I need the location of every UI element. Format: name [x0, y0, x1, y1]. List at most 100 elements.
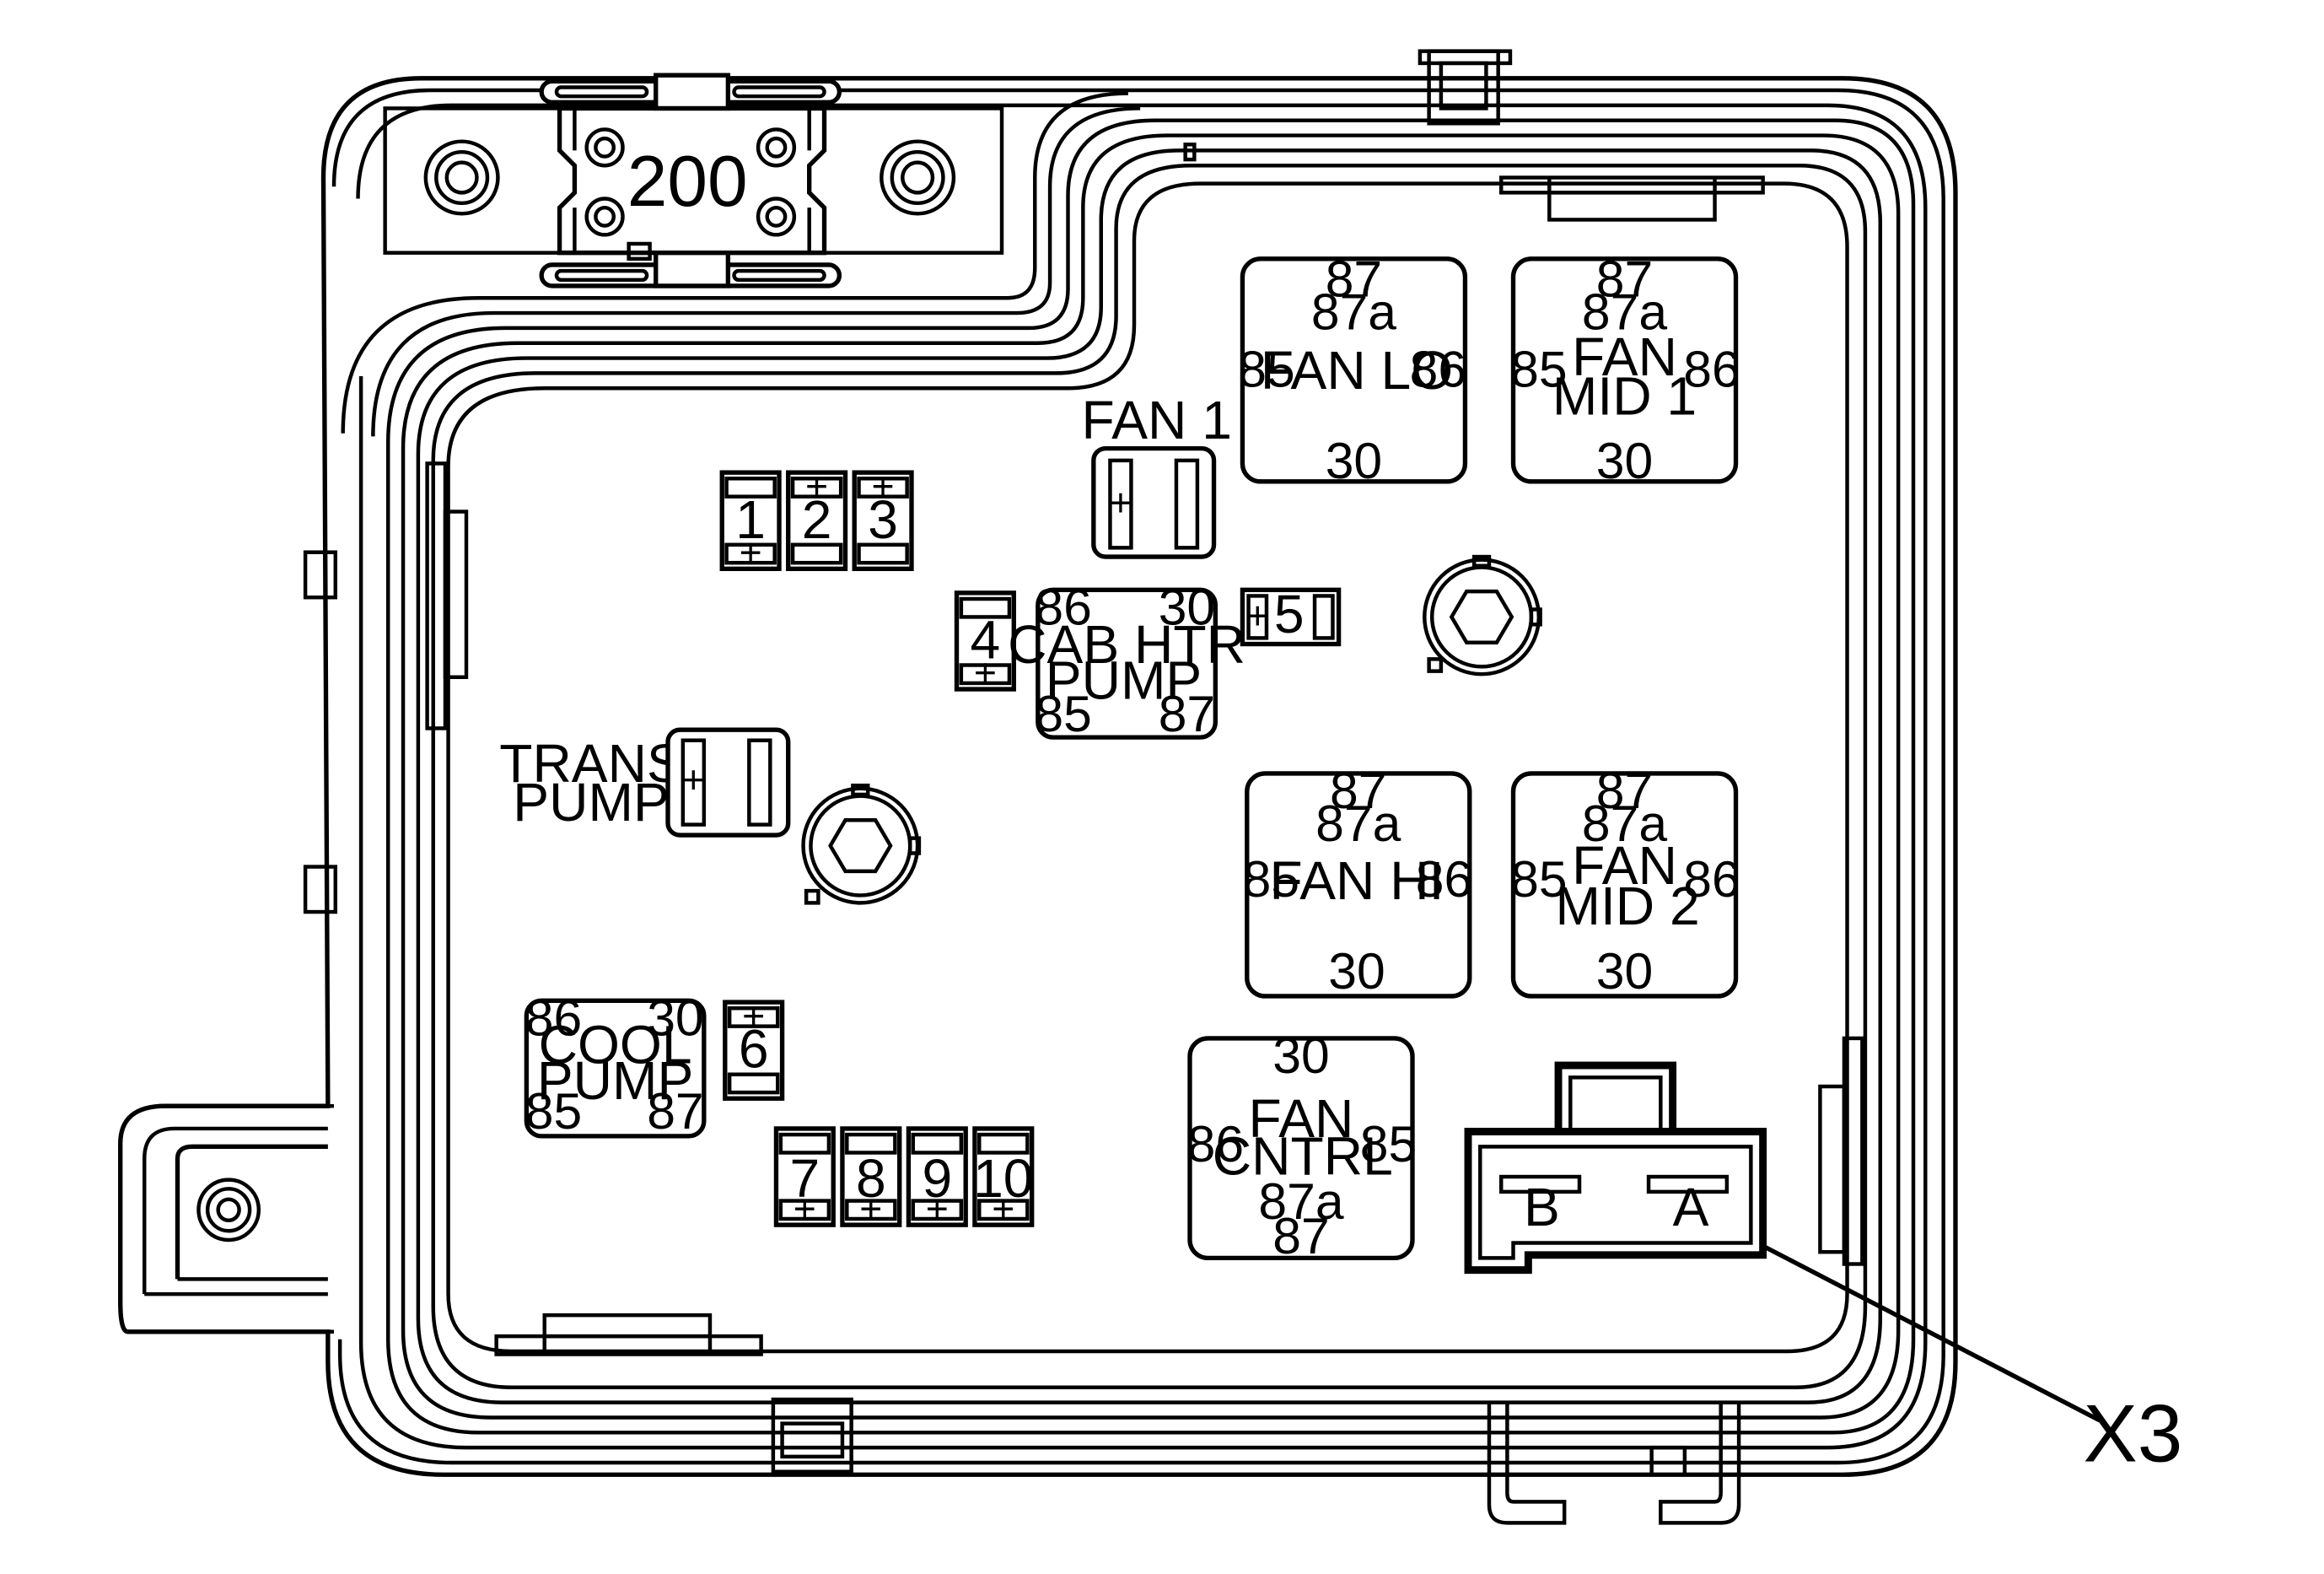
relay-fan-mid2-name-line1: FAN: [1572, 835, 1677, 896]
fuse-9: + 9: [906, 1126, 968, 1230]
pin-87: 87: [1272, 1207, 1329, 1264]
fuse-1-label: 1: [735, 489, 766, 550]
plus-mark: +: [1109, 481, 1132, 525]
trans-pump-cartridge-fuse: TRANS PUMP +: [499, 727, 791, 838]
pin-86: 86: [1683, 850, 1740, 908]
fuse-10-label: 10: [973, 1148, 1033, 1209]
fuse-1: + 1: [719, 470, 782, 574]
relay-fan-lo: 87 87a 85 86 30 FAN LO: [1238, 250, 1468, 489]
pin-87: 87: [1596, 762, 1653, 819]
relay-fan-cntrl: 30 86 85 87a 87 FAN CNTRL: [1187, 1027, 1418, 1264]
housing: [118, 76, 1958, 1477]
pin-87: 87: [1326, 250, 1382, 307]
fuse-7-label: 7: [789, 1148, 820, 1209]
fuse-6: + 6: [723, 994, 785, 1101]
pin-30: 30: [647, 989, 703, 1046]
fuse-7: + 7: [773, 1126, 836, 1230]
relay-fan-hi: 87 87a 85 86 30 FAN HI: [1243, 762, 1473, 1000]
relay-fan-hi-name: FAN HI: [1270, 850, 1444, 911]
relay-fan-cntrl-name-line2: CNTRL: [1213, 1125, 1393, 1186]
pin-87: 87: [1596, 250, 1653, 307]
pin-85: 85: [1035, 685, 1091, 742]
fuse-10: + 10: [972, 1126, 1035, 1230]
fuse-2-label: 2: [802, 489, 832, 550]
pin-85: 85: [1360, 1115, 1417, 1172]
plus-mark: +: [740, 531, 762, 574]
fuse-8: + 8: [840, 1126, 902, 1230]
stud-lower: [801, 783, 922, 905]
fuse-2: + 2: [786, 464, 848, 572]
pin-30: 30: [1596, 432, 1653, 489]
fuse-5-label: 5: [1274, 584, 1305, 644]
pin-87a: 87a: [1258, 1172, 1343, 1230]
maxi-fuse-200: 200: [383, 73, 1004, 288]
pin-30: 30: [1328, 942, 1385, 1000]
connector-x3: B A X3: [1464, 1061, 2183, 1480]
pin-87: 87: [647, 1082, 703, 1140]
terminal-b-label: B: [1524, 1177, 1560, 1237]
fan1-label: FAN 1: [1082, 390, 1232, 450]
pin-86: 86: [525, 989, 582, 1046]
plus-mark: +: [682, 757, 705, 801]
pin-86: 86: [1416, 850, 1472, 908]
plus-mark: +: [742, 994, 765, 1038]
relay-fan-mid1: 87 87a 85 86 30 FAN MID 1: [1510, 250, 1740, 489]
relay-fan-mid1-name-line2: MID 1: [1552, 365, 1697, 426]
pin-30: 30: [1159, 578, 1215, 635]
connector-x3-label: X3: [2084, 1389, 2183, 1480]
relay-fan-mid2-name-line2: MID 2: [1555, 876, 1699, 936]
relay-cool-pump-name-line1: COOL: [539, 1014, 692, 1075]
maxi-fuse-label: 200: [627, 141, 748, 222]
relay-fan-mid1-name-line1: FAN: [1572, 326, 1677, 387]
callout-leader-line: [1762, 1243, 2101, 1423]
plus-mark: +: [992, 1186, 1014, 1230]
trans-pump-label-line2: PUMP: [513, 772, 669, 833]
pin-85: 85: [525, 1082, 582, 1140]
relay-cab-htr-pump: 86 30 85 87 CAB HTR PUMP: [1008, 578, 1245, 742]
pin-87: 87: [1159, 685, 1215, 742]
trans-pump-label-line1: TRANS: [499, 733, 683, 794]
relay-fan-mid2: 87 87a 85 86 30 FAN MID 2: [1510, 762, 1740, 1000]
plus-mark: +: [805, 464, 828, 508]
pin-87a: 87a: [1311, 283, 1396, 341]
fan1-cartridge-fuse: FAN 1 +: [1082, 390, 1232, 559]
plus-mark: +: [793, 1186, 816, 1230]
plus-mark: +: [872, 464, 895, 508]
pin-87: 87: [1330, 762, 1386, 819]
fuse-4-label: 4: [971, 609, 1001, 670]
plus-mark: +: [1246, 593, 1269, 637]
relay-fan-cntrl-name-line1: FAN: [1249, 1088, 1354, 1149]
fuse-6-label: 6: [739, 1019, 769, 1080]
fuse-8-label: 8: [856, 1148, 886, 1209]
pin-87a: 87a: [1582, 283, 1667, 341]
pin-85: 85: [1510, 850, 1567, 908]
relay-cab-htr-pump-name-line2: PUMP: [1046, 650, 1202, 711]
inner-cavity: [341, 49, 1916, 1525]
pin-87a: 87a: [1582, 795, 1667, 852]
relay-cab-htr-pump-name-line1: CAB HTR: [1008, 614, 1245, 675]
pin-85: 85: [1510, 340, 1567, 397]
fuse-9-label: 9: [922, 1148, 952, 1209]
plus-mark: +: [859, 1186, 882, 1230]
plus-mark: +: [974, 650, 997, 694]
mini-fuses: + 1 + 2 + 3 + 4: [719, 464, 1342, 1230]
fuse-3-label: 3: [868, 489, 898, 550]
pin-30: 30: [1326, 432, 1382, 489]
fuse-5: + 5: [1240, 584, 1342, 647]
fuse-3: + 3: [852, 464, 914, 572]
plus-mark: +: [926, 1186, 949, 1230]
fuse-4: + 4: [954, 590, 1016, 694]
pin-30: 30: [1596, 942, 1653, 1000]
relay-fan-lo-name: FAN LO: [1261, 340, 1453, 401]
pin-86: 86: [1683, 340, 1740, 397]
pin-87a: 87a: [1315, 795, 1401, 852]
pin-86: 86: [1410, 340, 1466, 397]
pin-85: 85: [1238, 340, 1294, 397]
pin-86: 86: [1187, 1115, 1244, 1172]
terminal-a-label: A: [1673, 1177, 1709, 1237]
pin-30: 30: [1272, 1027, 1329, 1084]
relay-cool-pump: 86 30 85 87 COOL PUMP: [524, 989, 707, 1140]
stud-upper: [1423, 554, 1542, 676]
pin-85: 85: [1243, 850, 1299, 908]
